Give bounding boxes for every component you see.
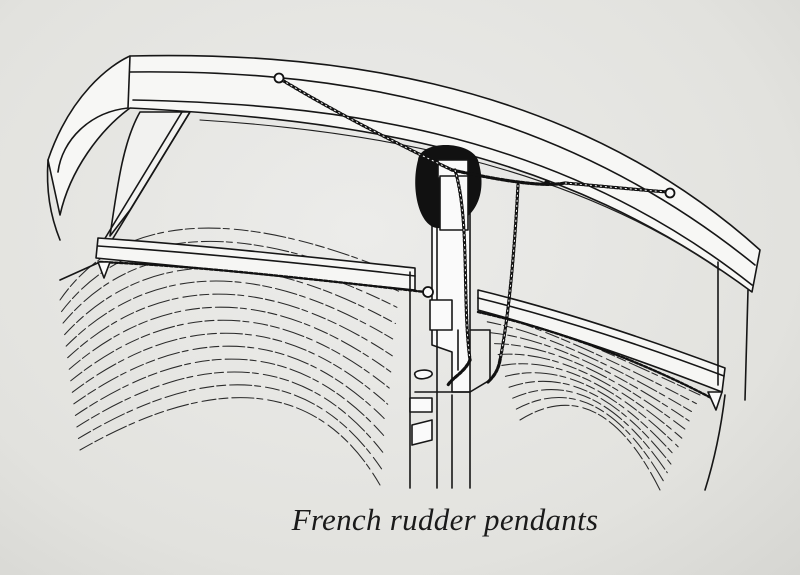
plank-line (486, 321, 694, 413)
plank-line (77, 384, 383, 470)
rail-chain (97, 260, 723, 411)
plank-line (504, 372, 676, 456)
figure-caption: French rudder pendants (291, 502, 599, 537)
rudder (409, 145, 491, 489)
plank-line (501, 363, 679, 448)
plank-line (515, 396, 665, 482)
plank-line (64, 267, 396, 336)
plank-line (76, 371, 384, 454)
transom (46, 54, 761, 293)
plank-line (74, 358, 386, 438)
plank-line (519, 404, 661, 491)
plank-line (490, 332, 690, 422)
rudder-pendant-chains (273, 72, 676, 387)
plank-line (512, 389, 668, 474)
plank-line (494, 343, 686, 431)
plank-line (71, 332, 389, 405)
plank-line (67, 293, 393, 359)
plank-line (65, 280, 395, 347)
plank-line (497, 353, 683, 439)
plank-line (79, 397, 381, 486)
plank-line (508, 380, 672, 465)
rudder-pendants-illustration (46, 54, 761, 491)
plank-line (70, 319, 390, 389)
plank-line (73, 345, 387, 421)
plank-line (68, 306, 392, 373)
plank-line (59, 227, 401, 301)
